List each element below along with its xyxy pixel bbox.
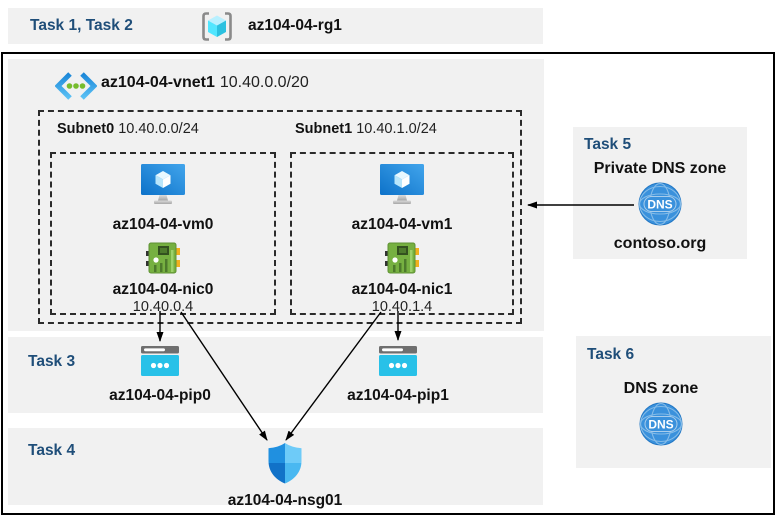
nic1-ip: 10.40.1.4 bbox=[371, 299, 433, 315]
nic0-name: az104-04-nic0 bbox=[112, 281, 214, 298]
vm0-name: az104-04-vm0 bbox=[112, 216, 214, 233]
nic0-ip: 10.40.0.4 bbox=[132, 299, 194, 315]
pip1-group: az104-04-pip1 bbox=[328, 346, 468, 405]
public-ip1-icon bbox=[379, 346, 417, 381]
vm0-icon bbox=[140, 164, 186, 211]
resource-group-name: az104-04-rg1 bbox=[248, 17, 342, 34]
pip1-name: az104-04-pip1 bbox=[347, 387, 449, 404]
pip0-name: az104-04-pip0 bbox=[109, 387, 211, 404]
vm1-name: az104-04-vm1 bbox=[351, 216, 453, 233]
vnet-cidr: 10.40.0.0/20 bbox=[219, 74, 309, 91]
resource-group-icon bbox=[200, 11, 234, 47]
dns-icon-text: DNS bbox=[647, 198, 672, 212]
nic1-icon bbox=[384, 242, 420, 279]
nsg-shield-icon bbox=[265, 442, 305, 489]
vnet-name: az104-04-vnet1 bbox=[101, 74, 215, 91]
nsg-group: az104-04-nsg01 bbox=[207, 442, 363, 510]
private-dns-zone-heading: Private DNS zone bbox=[593, 160, 727, 177]
subnet0-box: az104-04-vm0 bbox=[50, 152, 276, 315]
task12-title: Task 1, Task 2 bbox=[30, 17, 133, 34]
public-ip0-icon bbox=[141, 346, 179, 381]
nic1-name: az104-04-nic1 bbox=[351, 281, 453, 298]
nic0-icon bbox=[145, 242, 181, 279]
task5-box: Task 5 Private DNS zone DNS contoso.org bbox=[573, 127, 747, 259]
virtual-network-icon bbox=[54, 71, 98, 106]
task3-title: Task 3 bbox=[28, 353, 76, 370]
vm1-icon bbox=[379, 164, 425, 211]
task4-title: Task 4 bbox=[28, 442, 76, 459]
subnet1-box: az104-04-vm1 bbox=[290, 152, 514, 315]
task4-band: Task 4 az104-04-nsg01 bbox=[8, 428, 543, 509]
private-dns-zone-icon: DNS bbox=[638, 182, 682, 231]
task3-band: Task 3 az104-04-pip0 bbox=[8, 337, 543, 413]
task5-content: Private DNS zone DNS contoso.org bbox=[573, 160, 747, 253]
task6-content: DNS zone DNS bbox=[576, 380, 746, 451]
resource-group-band: Task 1, Task 2 az104-04-rg1 bbox=[8, 8, 543, 44]
dns-zone-heading: DNS zone bbox=[623, 380, 699, 397]
pip0-group: az104-04-pip0 bbox=[90, 346, 230, 405]
nsg-name: az104-04-nsg01 bbox=[227, 492, 343, 509]
task6-title: Task 6 bbox=[587, 346, 635, 363]
private-dns-zone-name: contoso.org bbox=[613, 235, 707, 252]
dns-zone-icon: DNS bbox=[639, 402, 683, 451]
task6-box: Task 6 DNS zone DNS bbox=[576, 336, 771, 468]
dns-icon-text: DNS bbox=[648, 418, 673, 432]
task5-title: Task 5 bbox=[584, 136, 632, 153]
